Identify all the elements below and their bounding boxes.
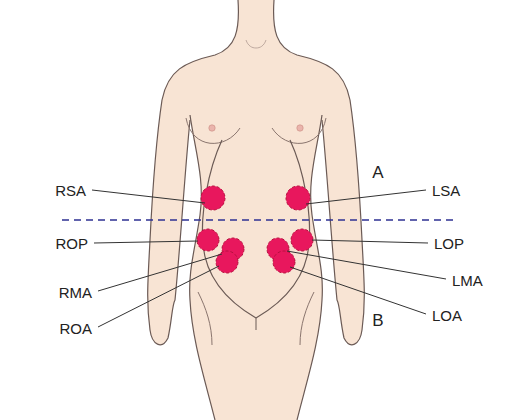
heart-position-dots [197, 186, 313, 273]
position-label: LOA [432, 308, 462, 323]
region-letter: A [372, 164, 383, 181]
position-label: LMA [452, 273, 483, 288]
position-label: LOP [434, 236, 464, 251]
position-label: ROA [59, 321, 92, 336]
leader-lines [92, 190, 446, 327]
position-label: RMA [59, 285, 92, 300]
region-letter: B [372, 312, 383, 329]
dashed-divider [62, 219, 456, 221]
position-label: ROP [55, 236, 88, 251]
position-label: RSA [55, 183, 86, 198]
position-label: LSA [432, 183, 460, 198]
